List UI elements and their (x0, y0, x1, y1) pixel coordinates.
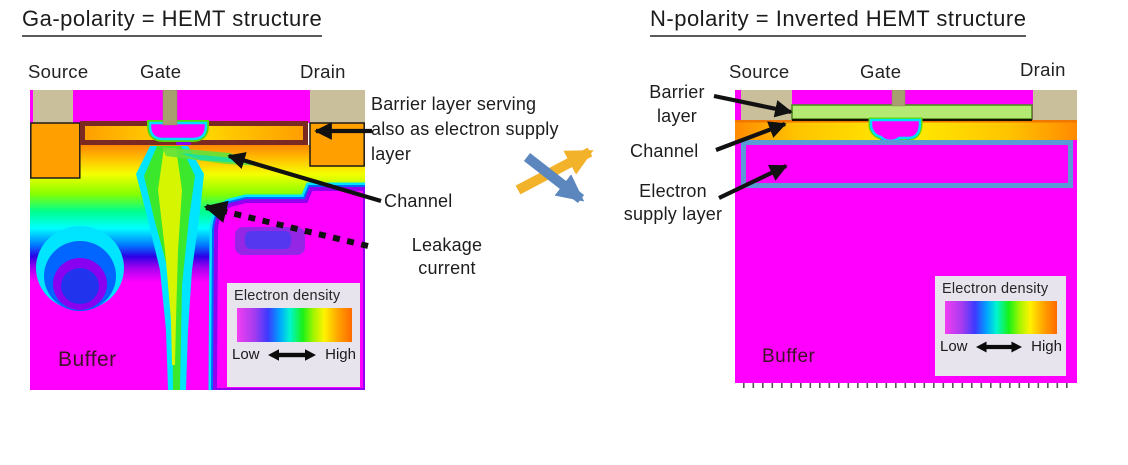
leakage-line2: current (418, 258, 476, 278)
left-legend-colorbar (237, 308, 352, 342)
right-esl-line1: Electron (639, 181, 707, 201)
left-channel-annotation: Channel (384, 191, 453, 211)
double-arrow-icon (976, 340, 1023, 353)
right-barrier-line1: Barrier (649, 82, 705, 102)
barrier-annotation-line2: also as electron supply (371, 119, 559, 139)
left-panel-title: Ga-polarity = HEMT structure (22, 6, 323, 37)
left-source-label: Source (28, 61, 89, 82)
right-channel-annotation: Channel (630, 141, 699, 161)
left-legend-high: High (325, 346, 356, 363)
right-barrier-line2: layer (656, 106, 697, 126)
left-leakage-annotation: Leakage current (394, 234, 500, 280)
right-legend-colorbar (945, 301, 1057, 334)
right-legend-title: Electron density (942, 281, 1049, 297)
right-barrier-annotation: Barrier layer (637, 80, 717, 128)
left-drain-contact (310, 90, 365, 123)
left-gate-depletion-notch (147, 120, 209, 145)
right-legend-high: High (1031, 338, 1062, 355)
left-leakage-funnel (136, 146, 262, 390)
left-legend-title: Electron density (234, 288, 341, 304)
barrier-annotation-line3: layer (371, 144, 412, 164)
left-drain-recess-block (309, 122, 365, 167)
right-panel-title: N-polarity = Inverted HEMT structure (650, 6, 1027, 37)
right-legend-low: Low (940, 338, 968, 355)
left-barrier-annotation: Barrier layer serving also as electron s… (371, 92, 621, 167)
right-buffer-label: Buffer (762, 346, 816, 367)
right-source-label: Source (729, 61, 790, 82)
left-top-magenta-row (30, 90, 365, 123)
right-barrier-layer (791, 104, 1033, 120)
leakage-line1: Leakage (411, 235, 483, 255)
right-gate-label: Gate (860, 61, 902, 82)
right-gate-contact (891, 90, 906, 107)
left-legend-low: Low (232, 346, 260, 363)
left-drain-label: Drain (300, 61, 346, 82)
right-legend: Electron density Low High (935, 276, 1066, 376)
left-source-contact (33, 90, 73, 123)
left-gate-label: Gate (140, 61, 182, 82)
right-drain-contact (1033, 90, 1077, 120)
double-arrow-icon (268, 348, 317, 361)
left-legend: Electron density Low High (227, 283, 360, 387)
right-esl-line2: supply layer (623, 204, 723, 224)
left-source-recess-block (30, 122, 81, 179)
left-buffer-label: Buffer (58, 348, 117, 371)
right-esl-annotation: Electron supply layer (603, 180, 743, 226)
barrier-annotation-line1: Barrier layer serving (371, 94, 537, 114)
right-drain-label: Drain (1020, 59, 1066, 80)
left-contour-dip (36, 226, 124, 311)
right-electron-supply-layer (741, 140, 1073, 188)
right-source-contact (741, 90, 792, 120)
left-gate-contact (162, 90, 178, 126)
